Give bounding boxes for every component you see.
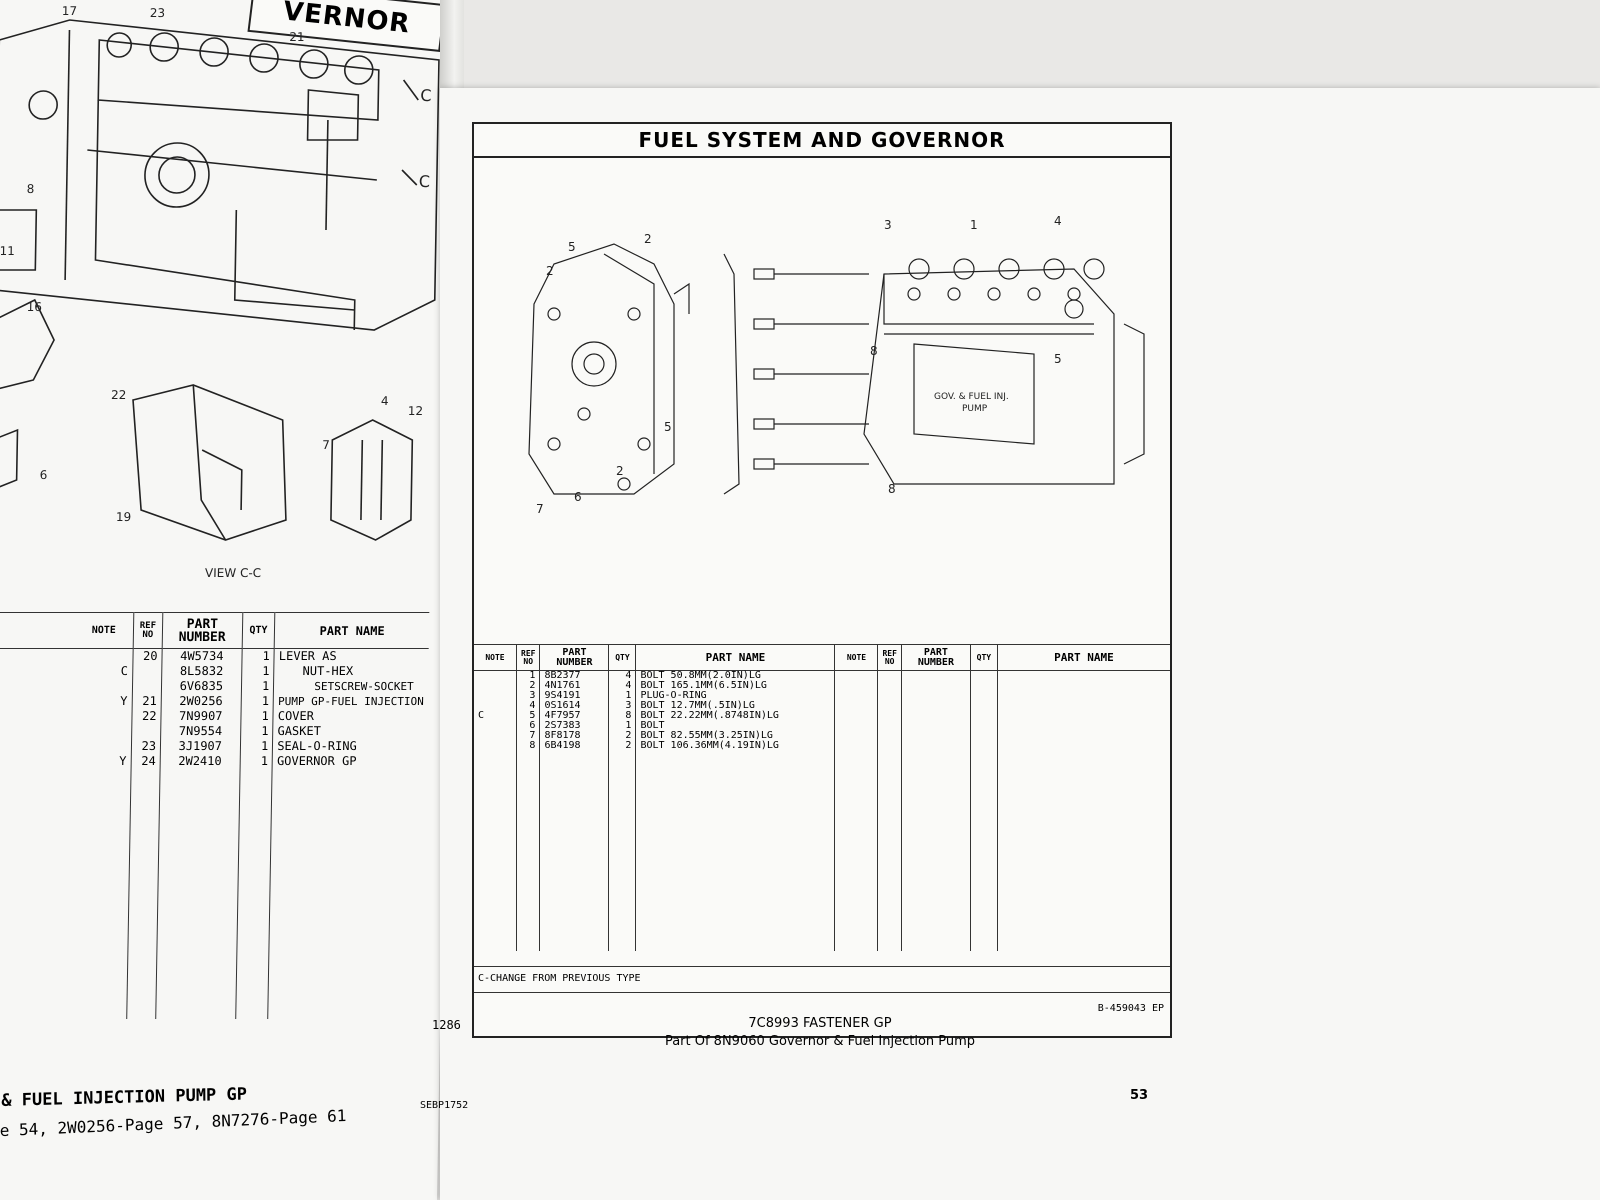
diagram-label: PUMP	[962, 404, 988, 414]
section-mark: C	[418, 172, 431, 191]
col-part-name-2: PART NAME	[996, 644, 1170, 671]
manual-code: SEBP1752	[420, 1100, 469, 1111]
right-page-title: FUEL SYSTEM AND GOVERNOR	[474, 124, 1170, 158]
right-callout: 6	[574, 490, 582, 504]
right-exploded-diagram	[528, 243, 1145, 495]
change-note: C-CHANGE FROM PREVIOUS TYPE	[474, 966, 1170, 984]
right-callout: 5	[664, 420, 672, 434]
left-callout: 23	[149, 6, 166, 20]
right-callout: 2	[644, 232, 652, 246]
right-callout: 8	[870, 344, 878, 358]
col-part-name: PART NAME	[274, 612, 430, 649]
col-qty: QTY	[241, 612, 276, 649]
part-of-line: Part Of 8N9060 Governor & Fuel Injection…	[664, 1034, 976, 1049]
col-ref: REF NO	[515, 644, 540, 671]
right-callout: 8	[888, 482, 896, 496]
right-callout: 1	[970, 218, 978, 232]
right-callout: 5	[1054, 352, 1062, 366]
left-callout: 19	[115, 510, 132, 524]
left-callout: 22	[110, 388, 127, 402]
left-page: VERNOR 17 23 21 8 1	[0, 0, 458, 1200]
left-callout: 7	[322, 438, 330, 452]
left-code: 1286	[432, 1018, 461, 1032]
left-parts-table: NOTE REF NO PART NUMBER QTY PART NAME 20…	[0, 612, 430, 1019]
left-exploded-diagram	[0, 19, 440, 541]
right-callout: 2	[546, 264, 554, 278]
right-callout: 5	[568, 240, 576, 254]
left-footer-line1: R & FUEL INJECTION PUMP GP	[0, 1084, 248, 1112]
left-footer-line2: age 54, 2W0256-Page 57, 8N7276-Page 61	[0, 1106, 347, 1141]
left-callout: 6	[39, 468, 48, 482]
right-parts-table: NOTE REF NO PART NUMBER QTY PART NAME NO…	[474, 644, 1170, 951]
group-title: 7C8993 FASTENER GP	[748, 1016, 892, 1031]
col-part-name: PART NAME	[635, 644, 835, 671]
left-callout: 4	[380, 394, 389, 408]
col-note: NOTE	[474, 644, 517, 671]
col-ref: REF NO	[132, 612, 163, 649]
left-callout: 21	[289, 30, 305, 44]
col-qty-2: QTY	[969, 644, 998, 671]
right-page-frame: FUEL SYSTEM AND GOVERNOR	[472, 122, 1172, 1038]
left-callout: 11	[0, 244, 16, 258]
left-callout: 8	[26, 182, 35, 196]
right-callout: 4	[1054, 214, 1062, 228]
right-callout: 2	[616, 464, 624, 478]
left-callout: 16	[26, 300, 43, 314]
col-note-2: NOTE	[834, 644, 878, 671]
section-mark: C	[420, 86, 432, 105]
right-page: FUEL SYSTEM AND GOVERNOR	[420, 88, 1600, 1200]
page-number: 53	[1130, 1088, 1149, 1103]
view-label: VIEW C-C	[204, 566, 262, 580]
col-part-number-2: PART NUMBER	[900, 644, 971, 671]
col-part-number: PART NUMBER	[162, 612, 243, 649]
left-callout: 17	[61, 4, 78, 18]
left-callout: 12	[407, 404, 424, 418]
col-part-number: PART NUMBER	[539, 644, 609, 671]
col-qty: QTY	[608, 644, 636, 671]
right-callout: 7	[536, 502, 544, 516]
diagram-label: GOV. & FUEL INJ.	[934, 392, 1009, 402]
drawing-number: B-459043 EP	[474, 992, 1170, 1014]
right-callout: 3	[884, 218, 892, 232]
col-ref-2: REF NO	[877, 644, 902, 671]
col-note: NOTE	[0, 612, 134, 649]
